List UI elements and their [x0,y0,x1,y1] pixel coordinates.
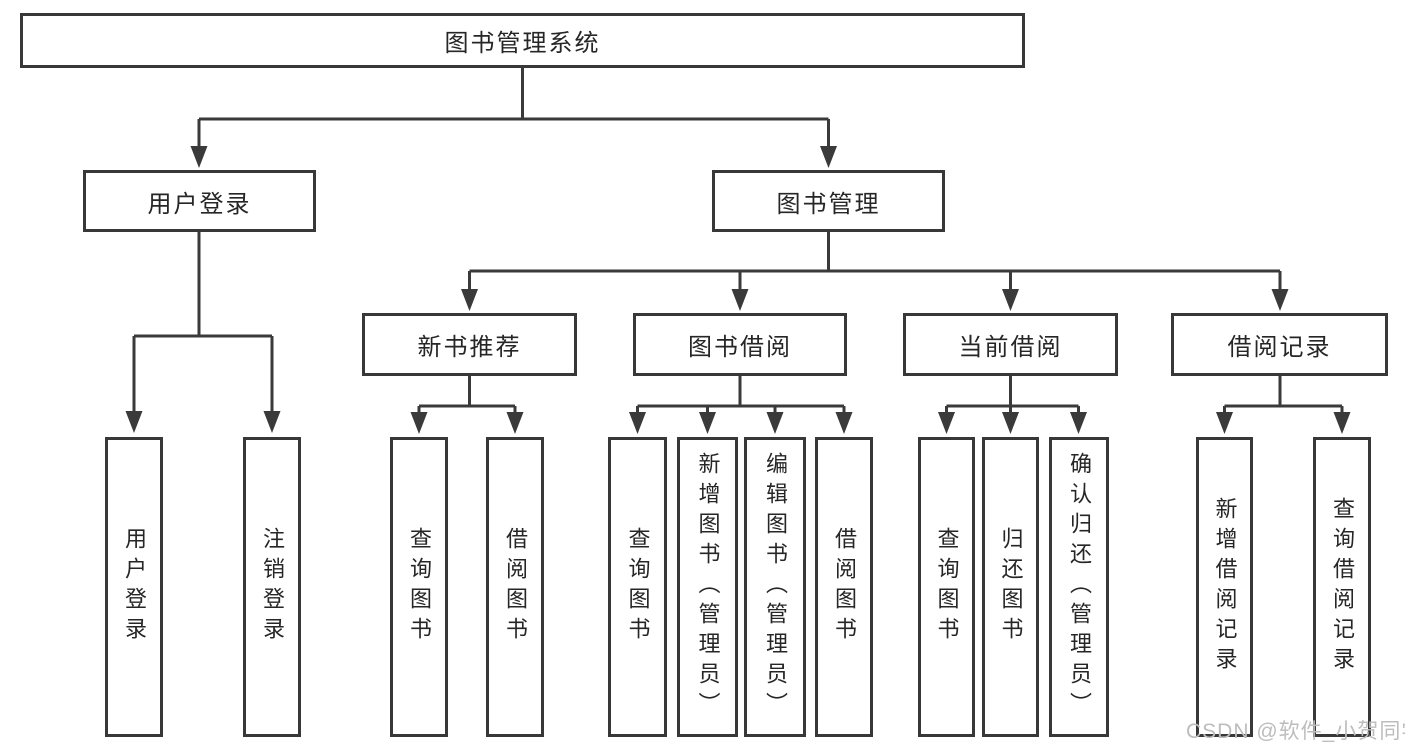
leaf-query-books-recommend: 查询图书 [390,437,448,737]
leaf-query-books-current-label: 查询图书 [934,527,960,647]
connector-root-to-level2 [190,68,837,168]
leaf-query-books-borrowing-label: 查询图书 [625,527,651,647]
node-book-borrowing: 图书借阅 [633,313,847,376]
connector-current-to-leaves [938,376,1087,434]
node-current-borrowing: 当前借阅 [903,313,1118,376]
connector-newbook-to-leaves [410,376,524,434]
leaf-query-borrow-record-label: 查询借阅记录 [1330,497,1355,677]
node-borrowing-records: 借阅记录 [1171,313,1388,376]
leaf-logout: 注销登录 [243,437,301,737]
leaf-edit-book-admin-label: 编辑图书（管理员） [763,452,788,722]
leaf-user-login-label: 用户登录 [122,527,147,647]
node-new-book-recommend-label: 新书推荐 [417,334,522,361]
leaf-edit-book-admin: 编辑图书（管理员） [744,437,806,737]
leaf-query-books-recommend-label: 查询图书 [407,527,432,647]
node-book-management: 图书管理 [712,170,945,232]
connector-borrow-to-leaves [629,376,853,434]
leaf-borrow-books-recommend: 借阅图书 [486,437,544,737]
leaf-query-books-borrowing: 查询图书 [608,437,667,737]
leaf-confirm-return-admin-label: 确认归还（管理员） [1067,452,1092,722]
connector-mgmt-to-level3 [461,232,1289,311]
connector-records-to-leaves [1216,376,1351,434]
leaf-return-book: 归还图书 [982,437,1039,737]
leaf-add-book-admin: 新增图书（管理员） [677,437,738,737]
node-user-login-group-label: 用户登录 [147,190,252,218]
leaf-query-borrow-record: 查询借阅记录 [1313,437,1371,737]
node-current-borrowing-label: 当前借阅 [958,334,1063,361]
leaf-return-book-label: 归还图书 [998,527,1024,647]
leaf-add-borrow-record-label: 新增借阅记录 [1212,497,1238,677]
leaf-add-book-admin-label: 新增图书（管理员） [695,452,721,722]
connector-login-to-leaves [125,232,281,433]
leaf-logout-label: 注销登录 [260,527,285,647]
leaf-borrow-books-borrowing-label: 借阅图书 [832,527,857,647]
node-user-login-group: 用户登录 [83,170,316,232]
node-root-label: 图书管理系统 [444,30,601,57]
leaf-user-login: 用户登录 [105,437,163,737]
node-root: 图书管理系统 [20,13,1025,68]
leaf-confirm-return-admin: 确认归还（管理员） [1049,437,1109,737]
leaf-add-borrow-record: 新增借阅记录 [1196,437,1253,737]
node-borrowing-records-label: 借阅记录 [1227,334,1332,361]
watermark: CSDN @软件_小贺同学 [1186,720,1405,743]
leaf-borrow-books-recommend-label: 借阅图书 [503,527,528,647]
node-book-management-label: 图书管理 [776,190,881,218]
leaf-query-books-current: 查询图书 [918,437,975,737]
node-book-borrowing-label: 图书借阅 [688,334,792,361]
leaf-borrow-books-borrowing: 借阅图书 [815,437,873,737]
node-new-book-recommend: 新书推荐 [362,313,577,376]
